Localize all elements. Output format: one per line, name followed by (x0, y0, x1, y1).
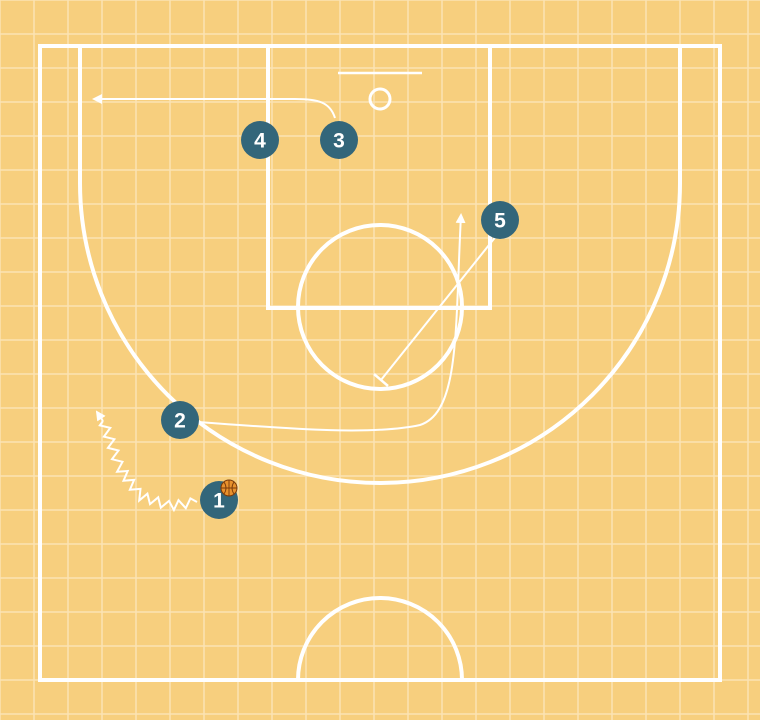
player-3-label: 3 (333, 130, 345, 153)
player-2-marker (161, 401, 199, 439)
player-5: 5 (481, 201, 519, 239)
player-5-screen-path (380, 234, 498, 381)
dribble-arrow-stem (95, 410, 106, 422)
player-2: 2 (161, 401, 199, 439)
player-1: 1 (200, 479, 238, 519)
player-5-marker (481, 201, 519, 239)
three-point-arc (78, 182, 682, 485)
player-1-dribble-path (98, 420, 198, 513)
screen-end-bar (373, 373, 389, 387)
player-3-marker (320, 121, 358, 159)
player-4: 4 (241, 121, 279, 159)
player-5-label: 5 (494, 210, 506, 233)
player-2-label: 2 (174, 410, 186, 433)
basketball-icon (220, 479, 238, 497)
player-3-cut-path (92, 94, 336, 119)
player-4-marker (241, 121, 279, 159)
player-3: 3 (320, 121, 358, 159)
player-1-label: 1 (213, 490, 225, 513)
player-4-label: 4 (254, 130, 266, 153)
play-actions (92, 94, 498, 513)
player-2-cut-path (197, 213, 466, 432)
paint-lane (266, 44, 492, 310)
basket-hoop (368, 87, 392, 111)
center-circle (296, 596, 464, 681)
players-layer: 1 2 3 4 5 (161, 121, 519, 519)
free-throw-circle (296, 223, 464, 391)
court-lines (38, 44, 722, 682)
